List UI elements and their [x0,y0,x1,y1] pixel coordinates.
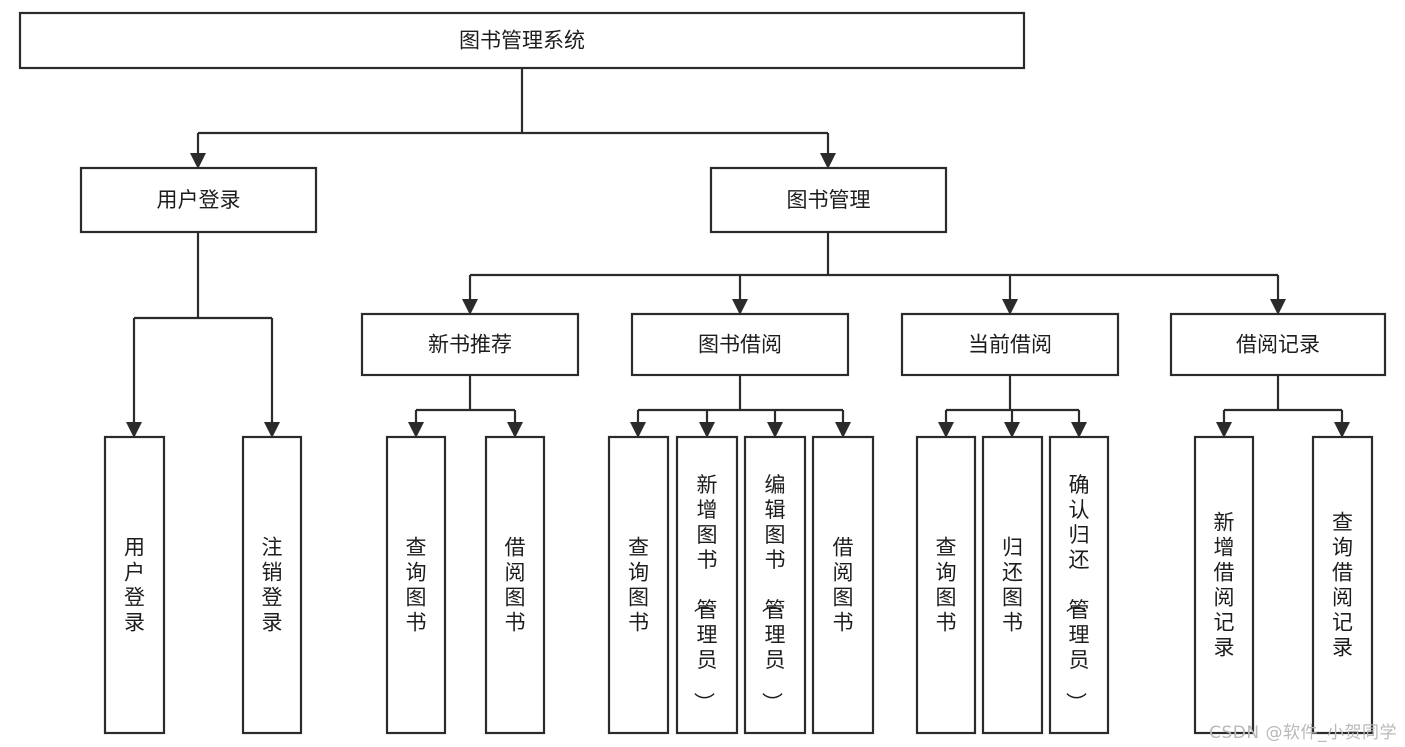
arrow-head-icon [1334,422,1350,438]
node-box[interactable] [241,435,303,735]
arrow-head-icon [507,422,523,438]
node-box[interactable] [981,435,1044,735]
node-label: 新增图书（管理员） [692,473,718,713]
node-box[interactable] [18,11,1026,70]
node-label: 借阅记录 [1236,333,1320,357]
arrow-head-icon [264,422,280,438]
arrow-head-icon [1270,299,1286,315]
node-book-manage[interactable]: 图书管理 [709,166,948,234]
arrow-head-icon [767,422,783,438]
node-box[interactable] [1169,312,1387,377]
node-label: 当前借阅 [968,333,1052,357]
node-leaf-add-record[interactable]: 新增借阅记录 [1193,435,1255,735]
node-label: 查询图书 [628,536,649,635]
node-leaf-query-book-3[interactable]: 查询图书 [915,435,977,735]
watermark-text: CSDN @软件_小贺同学 [1209,723,1397,743]
arrow-head-icon [938,422,954,438]
node-box[interactable] [1193,435,1255,735]
node-leaf-borrow-book-2[interactable]: 借阅图书 [811,435,875,735]
node-label: 查询图书 [936,536,957,635]
node-box[interactable] [1311,435,1374,735]
node-label: 用户登录 [157,188,241,212]
node-box[interactable] [675,435,739,735]
node-label: 借阅图书 [833,536,854,635]
node-box[interactable] [915,435,977,735]
arrow-head-icon [1002,299,1018,315]
node-label: 新增借阅记录 [1214,511,1235,660]
node-label: 新书推荐 [428,333,512,357]
node-book-borrow[interactable]: 图书借阅 [630,312,850,377]
arrow-head-icon [190,153,206,169]
arrow-head-icon [732,299,748,315]
node-label: 编辑图书（管理员） [760,473,786,713]
node-leaf-query-record[interactable]: 查询借阅记录 [1311,435,1374,735]
arrow-head-icon [462,299,478,315]
node-label: 图书借阅 [698,333,782,357]
arrow-head-icon [630,422,646,438]
node-leaf-confirm-return[interactable]: 确认归还（管理员） [1048,435,1110,735]
edge-group-borrow-to-leaves [630,375,851,438]
node-label: 查询借阅记录 [1332,511,1353,660]
arrow-head-icon [1004,422,1020,438]
node-box[interactable] [1048,435,1110,735]
edge-group-root-to-level1 [190,68,836,169]
node-label: 图书管理 [787,188,871,212]
node-label: 查询图书 [406,536,427,635]
node-label: 注销登录 [262,536,283,635]
edge-group-recommend-to-leaves [408,375,523,438]
node-leaf-user-login[interactable]: 用户登录 [103,435,166,735]
node-box[interactable] [630,312,850,377]
node-box[interactable] [607,435,670,735]
node-user-login[interactable]: 用户登录 [79,166,318,234]
arrow-head-icon [835,422,851,438]
connectors-layer [126,68,1350,438]
node-box[interactable] [709,166,948,234]
nodes-layer: 图书管理系统用户登录图书管理新书推荐图书借阅当前借阅借阅记录用户登录注销登录查询… [18,11,1387,735]
node-box[interactable] [484,435,546,735]
arrow-head-icon [699,422,715,438]
node-leaf-return-book[interactable]: 归还图书 [981,435,1044,735]
node-leaf-borrow-book-1[interactable]: 借阅图书 [484,435,546,735]
edge-group-record-to-leaves [1216,375,1350,438]
node-label: 用户登录 [124,536,145,635]
node-root-system[interactable]: 图书管理系统 [18,11,1026,70]
node-box[interactable] [103,435,166,735]
edge-group-level1-to-level2 [462,232,1286,315]
edge-group-userlogin-to-leaves [126,232,280,438]
node-leaf-user-logout[interactable]: 注销登录 [241,435,303,735]
node-leaf-edit-book[interactable]: 编辑图书（管理员） [743,435,807,735]
node-leaf-add-book[interactable]: 新增图书（管理员） [675,435,739,735]
arrow-head-icon [820,153,836,169]
node-label: 归还图书 [1002,536,1023,635]
node-label: 图书管理系统 [459,29,585,53]
node-label: 借阅图书 [505,536,526,635]
arrow-head-icon [126,422,142,438]
node-leaf-query-book-1[interactable]: 查询图书 [385,435,447,735]
node-box[interactable] [360,312,580,377]
node-current-borrow[interactable]: 当前借阅 [900,312,1120,377]
node-borrow-record[interactable]: 借阅记录 [1169,312,1387,377]
node-box[interactable] [385,435,447,735]
node-label: 确认归还（管理员） [1064,473,1090,713]
node-box[interactable] [743,435,807,735]
node-box[interactable] [79,166,318,234]
node-box[interactable] [811,435,875,735]
arrow-head-icon [1071,422,1087,438]
node-new-book-recommend[interactable]: 新书推荐 [360,312,580,377]
arrow-head-icon [408,422,424,438]
arrow-head-icon [1216,422,1232,438]
node-box[interactable] [900,312,1120,377]
node-leaf-query-book-2[interactable]: 查询图书 [607,435,670,735]
edge-group-current-to-leaves [938,375,1087,438]
